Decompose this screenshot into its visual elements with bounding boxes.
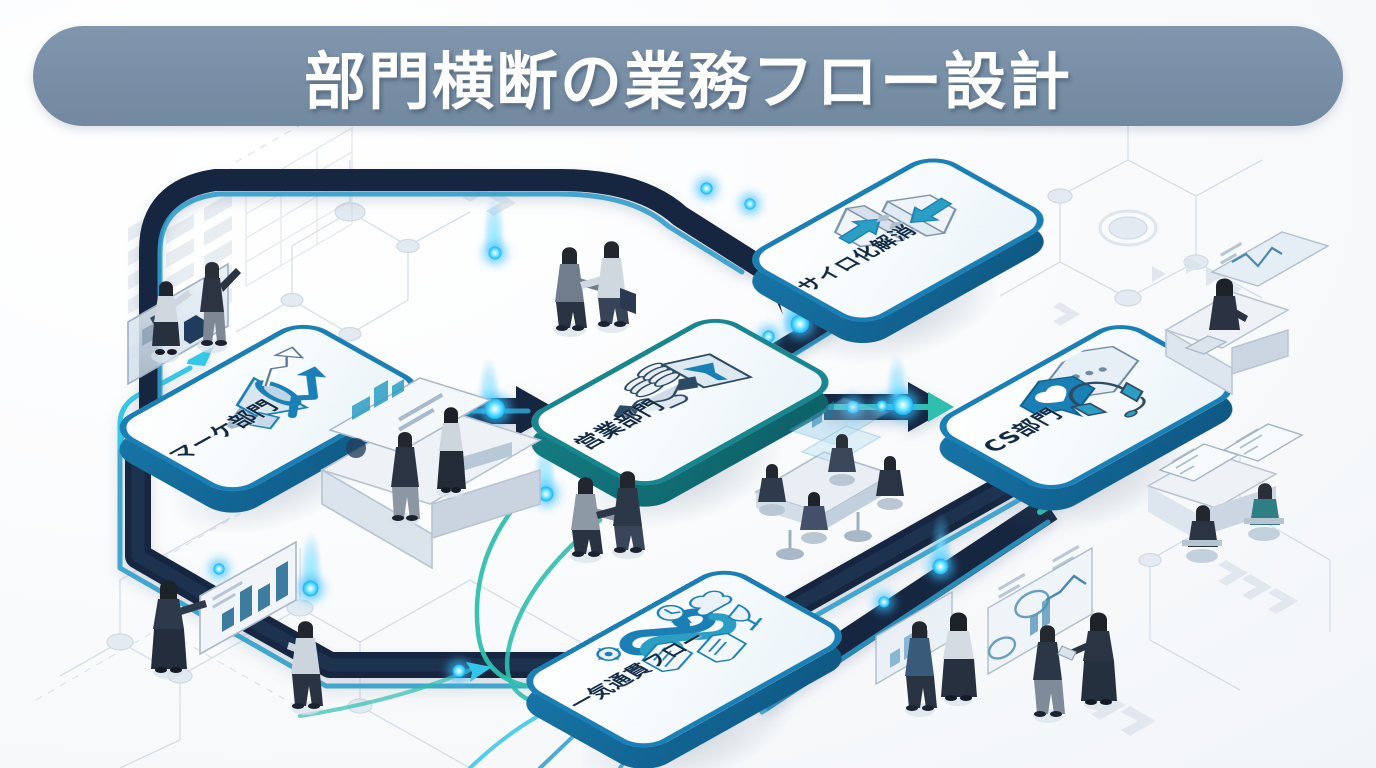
person-group-top-left (127, 262, 241, 386)
console-group-marketing (320, 377, 542, 570)
person-group-below-sales (570, 471, 645, 563)
page-title: 部門横断の業務フロー設計 (303, 45, 1072, 118)
flow-dot (538, 486, 554, 502)
flow-dot (302, 580, 319, 597)
flow-dot (700, 182, 713, 195)
flow-dot (876, 400, 888, 412)
flow-dot (213, 563, 225, 575)
person-group-above-sales (554, 241, 636, 337)
callcenter-group-right (1146, 423, 1304, 563)
flow-dot (892, 394, 914, 416)
title-banner: 部門横断の業務フロー設計 (33, 26, 1343, 126)
meeting-group-center (754, 397, 904, 560)
flow-dot (452, 664, 466, 678)
person-group-bottom-right (875, 545, 1117, 723)
reception-group-right (1164, 231, 1330, 396)
flow-dot (488, 246, 502, 260)
flow-dot (878, 596, 890, 608)
flow-dot (484, 398, 506, 420)
flow-dot (744, 198, 756, 210)
glow-flare (483, 196, 505, 252)
flow-dot (846, 400, 860, 414)
glow-flare (300, 532, 322, 588)
flow-dot (932, 558, 949, 575)
glow-flare (930, 512, 952, 568)
person-group-bottom-left (151, 540, 323, 715)
